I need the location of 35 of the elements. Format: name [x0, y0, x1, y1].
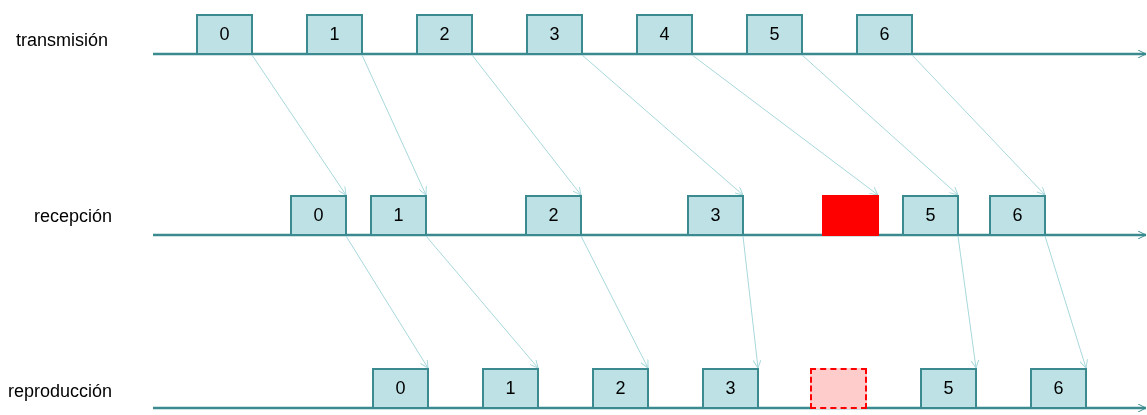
- packet-box: 1: [370, 195, 427, 236]
- packet-box: 1: [482, 368, 539, 409]
- packet-box: 3: [687, 195, 744, 236]
- arrow: [251, 54, 347, 196]
- packet-box: 0: [372, 368, 429, 409]
- arrow: [801, 54, 959, 196]
- arrow: [581, 54, 744, 196]
- row-label: recepción: [34, 206, 113, 227]
- packet-box: 3: [526, 14, 583, 55]
- arrow: [1044, 235, 1088, 369]
- packet-box: 1: [306, 14, 363, 55]
- packet-box: 3: [702, 368, 759, 409]
- packet-box: 2: [592, 368, 649, 409]
- packet-box: 2: [525, 195, 582, 236]
- arrow: [911, 54, 1046, 196]
- packet-box: 6: [856, 14, 913, 55]
- packet-box: 4: [636, 14, 693, 55]
- packet-box: 5: [902, 195, 959, 236]
- packet-box: 6: [989, 195, 1046, 236]
- missing-packet-box: [810, 368, 867, 409]
- packet-box: 0: [196, 14, 253, 55]
- packet-box: 0: [290, 195, 347, 236]
- arrow: [580, 235, 649, 369]
- packet-box: 5: [920, 368, 977, 409]
- lost-packet-box: [822, 195, 879, 236]
- arrow: [691, 54, 879, 196]
- arrow: [361, 54, 427, 196]
- arrow: [345, 235, 429, 369]
- arrow: [471, 54, 582, 196]
- row-label: transmisión: [16, 30, 109, 51]
- packet-box: 2: [416, 14, 473, 55]
- arrow: [425, 235, 539, 369]
- row-label: reproducción: [8, 381, 113, 402]
- packet-box: 6: [1030, 368, 1087, 409]
- packet-box: 5: [746, 14, 803, 55]
